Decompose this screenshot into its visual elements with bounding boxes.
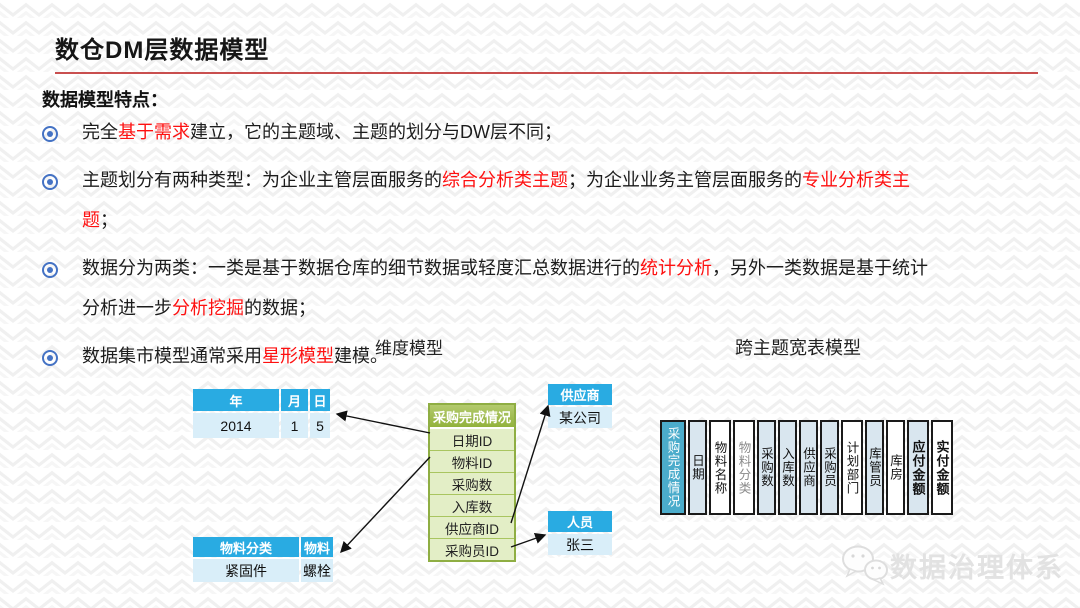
wide-table: 采购完成情况日期物料名称物料分类采购数入库数供应商采购员计划部门库管员库房应付金… [660, 420, 953, 515]
fact-table-title: 采购完成情况 [430, 405, 514, 427]
target-bullet-icon [42, 126, 58, 142]
wide-table-column: 日期 [688, 420, 707, 515]
person-value: 张三 [548, 534, 612, 555]
person-header: 人员 [548, 511, 612, 532]
target-bullet-icon [42, 174, 58, 190]
section-heading: 数据模型特点： [42, 90, 168, 110]
material-dimension-table: 物料分类物料紧固件螺栓 [193, 537, 333, 582]
watermark-text: 数据治理体系 [890, 552, 1064, 583]
bullet-item: 数据集市模型通常采用星形模型建模。 [42, 336, 942, 376]
bullet-item: 完全基于需求建立，它的主题域、主题的划分与DW层不同； [42, 112, 942, 152]
watermark: 数据治理体系 [838, 543, 1064, 587]
wide-table-column: 采购员 [820, 420, 839, 515]
wide-table-column: 实付金额 [931, 420, 953, 515]
supplier-dimension-table: 供应商 某公司 [548, 384, 612, 428]
wide-table-column: 库房 [886, 420, 905, 515]
wide-table-model-label: 跨主题宽表模型 [735, 338, 861, 358]
bullet-text: 完全基于需求建立，它的主题域、主题的划分与DW层不同； [82, 122, 562, 142]
fact-field: 日期ID [430, 429, 514, 450]
wide-table-column: 采购数 [757, 420, 776, 515]
fact-field: 物料ID [430, 450, 514, 472]
fact-field: 采购数 [430, 472, 514, 494]
fact-field: 入库数 [430, 494, 514, 516]
wide-table-column: 入库数 [778, 420, 797, 515]
cell-value: 螺栓 [301, 559, 333, 582]
column-header: 日 [310, 389, 330, 411]
wide-table-column: 物料名称 [709, 420, 731, 515]
supplier-value: 某公司 [548, 407, 612, 428]
wide-table-column: 供应商 [799, 420, 818, 515]
bullet-text: 数据集市模型通常采用星形模型建模。 [82, 346, 388, 366]
target-bullet-icon [42, 350, 58, 366]
bullet-text: 主题划分有两种类型：为企业主管层面服务的综合分析类主题；为企业业务主管层面服务的… [82, 170, 910, 230]
cell-value: 2014 [193, 413, 279, 438]
cell-value: 1 [281, 413, 308, 438]
wide-table-column: 采购完成情况 [660, 420, 686, 515]
column-header: 年 [193, 389, 279, 411]
dimension-model-label: 维度模型 [375, 339, 443, 358]
wide-table-column: 物料分类 [733, 420, 755, 515]
wide-table-column: 计划部门 [841, 420, 863, 515]
supplier-header: 供应商 [548, 384, 612, 405]
bullet-item: 主题划分有两种类型：为企业主管层面服务的综合分析类主题；为企业业务主管层面服务的… [42, 160, 942, 240]
person-dimension-table: 人员 张三 [548, 511, 612, 555]
column-header: 物料分类 [193, 537, 299, 557]
cell-value: 5 [310, 413, 330, 438]
bullet-item: 数据分为两类：一类是基于数据仓库的细节数据或轻度汇总数据进行的统计分析，另外一类… [42, 248, 942, 328]
bullet-list: 完全基于需求建立，它的主题域、主题的划分与DW层不同； 主题划分有两种类型：为企业… [42, 112, 942, 384]
column-header: 月 [281, 389, 308, 411]
title-underline [55, 72, 1038, 74]
column-header: 物料 [301, 537, 333, 557]
cell-value: 紧固件 [193, 559, 299, 582]
fact-field: 供应商ID [430, 516, 514, 538]
fact-field: 采购员ID [430, 538, 514, 560]
wechat-icon [842, 545, 888, 586]
wide-table-column: 库管员 [865, 420, 884, 515]
wide-table-column: 应付金额 [907, 420, 929, 515]
bullet-text: 数据分为两类：一类是基于数据仓库的细节数据或轻度汇总数据进行的统计分析，另外一类… [82, 258, 928, 318]
target-bullet-icon [42, 262, 58, 278]
page-title: 数仓DM层数据模型 [55, 37, 270, 64]
